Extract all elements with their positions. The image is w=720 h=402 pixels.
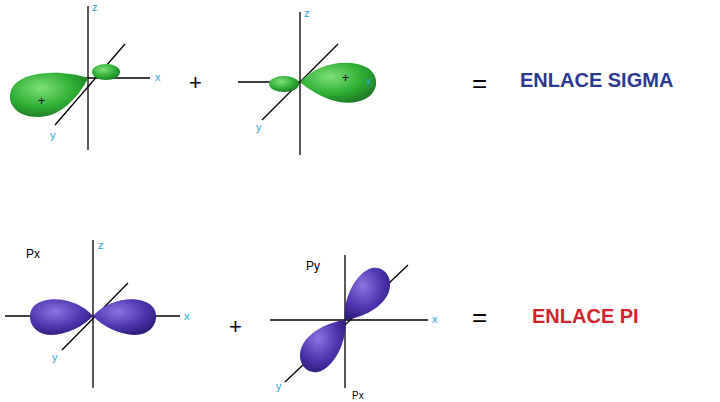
equals-sign: = — [472, 70, 487, 96]
sigma-orbitals — [10, 63, 376, 117]
phase-sign: + — [342, 72, 349, 84]
axis-label: z — [92, 2, 98, 13]
equals-sign: = — [472, 304, 487, 330]
axis-label: x — [155, 72, 161, 83]
bond-name: ENLACE SIGMA — [520, 70, 673, 90]
bond-name: ENLACE PI — [532, 306, 639, 326]
plus-sign: + — [189, 72, 202, 94]
axis-label: y — [276, 381, 282, 392]
axes — [5, 6, 428, 388]
plus-sign: + — [229, 316, 242, 338]
axis-label: y — [52, 352, 58, 363]
orbital-name: Px — [352, 391, 364, 401]
orbital-name: Px — [26, 248, 40, 260]
axis-label: y — [50, 130, 56, 141]
axis-label: y — [256, 122, 262, 133]
orbital-name: Py — [306, 260, 320, 272]
axis-label: z — [304, 8, 310, 19]
phase-sign: + — [38, 95, 45, 107]
pi-orbitals — [30, 268, 390, 372]
axis-label: x — [432, 314, 438, 325]
axis-label: x — [184, 311, 190, 322]
axis-label: x — [366, 76, 372, 87]
axis-label: z — [98, 240, 104, 251]
